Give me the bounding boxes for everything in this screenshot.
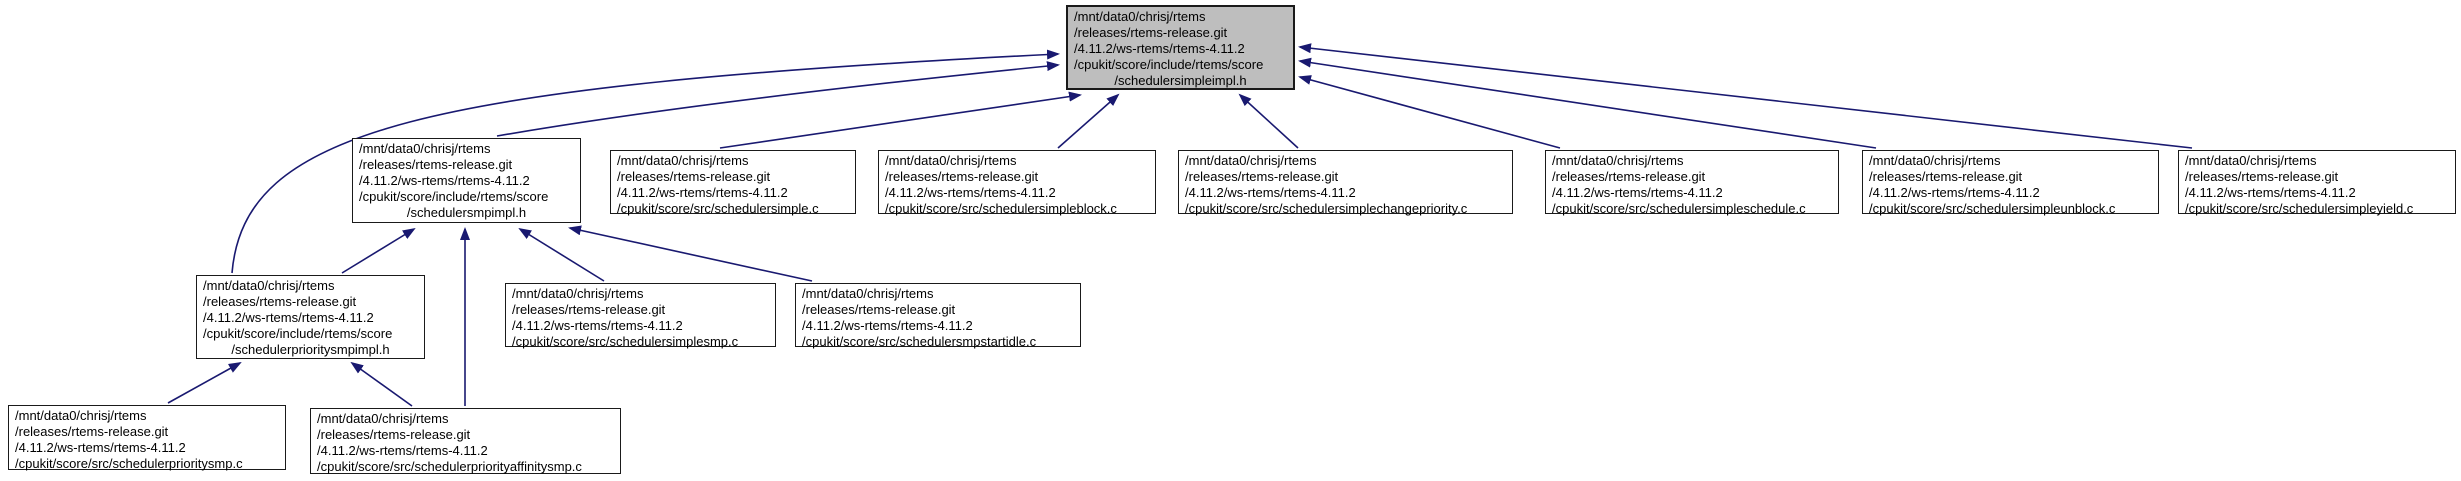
graph-node-schedulersimpleschedule-c[interactable]: /mnt/data0/chrisj/rtems/releases/rtems-r… [1545,150,1839,216]
edge-schedulersimpleunblock-c-to-schedulersimpleimpl-h [1298,57,1877,149]
node-path-line: /4.11.2/ws-rtems/rtems-4.11.2 [885,185,1056,200]
node-path-line: /cpukit/score/src/schedulerpriorityaffin… [317,459,582,474]
node-path-line: /schedulerprioritysmpimpl.h [231,342,390,357]
node-path-line: /cpukit/score/src/schedulersimplesmp.c [512,334,739,349]
edge-schedulersimplesmp-c-to-schedulersmpimpl-h [518,227,605,282]
node-path-line: /releases/rtems-release.git [885,169,1039,184]
edge-schedulerprioritysmp-c-to-schedulerprioritysmpimpl-h [167,362,242,404]
node-path-line: /mnt/data0/chrisj/rtems [1074,9,1206,24]
node-path-line: /mnt/data0/chrisj/rtems [885,153,1017,168]
node-path-line: /4.11.2/ws-rtems/rtems-4.11.2 [1552,185,1723,200]
graph-node-schedulersimpleunblock-c[interactable]: /mnt/data0/chrisj/rtems/releases/rtems-r… [1862,150,2159,216]
edge-schedulersimple-c-to-schedulersimpleimpl-h [719,91,1082,149]
node-path-line: /mnt/data0/chrisj/rtems [2185,153,2317,168]
edge-schedulersmpstartidle-c-to-schedulersmpimpl-h [568,225,813,282]
node-path-line: /4.11.2/ws-rtems/rtems-4.11.2 [1869,185,2040,200]
node-path-line: /mnt/data0/chrisj/rtems [1552,153,1684,168]
node-path-line: /4.11.2/ws-rtems/rtems-4.11.2 [1185,185,1356,200]
node-path-line: /cpukit/score/src/schedulersimplechangep… [1185,201,1468,216]
node-path-line: /cpukit/score/include/rtems/score [359,189,549,204]
node-path-line: /releases/rtems-release.git [317,427,471,442]
edge-schedulersimpleschedule-c-to-schedulersimpleimpl-h [1298,75,1561,149]
node-path-line: /releases/rtems-release.git [1869,169,2023,184]
node-path-line: /cpukit/score/include/rtems/score [1074,57,1264,72]
node-path-line: /mnt/data0/chrisj/rtems [15,408,147,423]
node-path-line: /mnt/data0/chrisj/rtems [359,141,491,156]
node-path-line: /4.11.2/ws-rtems/rtems-4.11.2 [359,173,530,188]
graph-node-schedulersimpleyield-c[interactable]: /mnt/data0/chrisj/rtems/releases/rtems-r… [2178,150,2456,216]
graph-node-schedulersmpimpl-h[interactable]: /mnt/data0/chrisj/rtems/releases/rtems-r… [352,138,581,223]
edge-schedulersimpleblock-c-to-schedulersimpleimpl-h [1057,93,1120,149]
node-path-line: /mnt/data0/chrisj/rtems [1869,153,2001,168]
node-path-line: /releases/rtems-release.git [617,169,771,184]
node-path-line: /cpukit/score/src/schedulersimple.c [617,201,819,216]
node-path-line: /4.11.2/ws-rtems/rtems-4.11.2 [2185,185,2356,200]
node-path-line: /cpukit/score/src/schedulersimpleunblock… [1869,201,2116,216]
edge-schedulersmpimpl-h-to-schedulersimpleimpl-h [496,61,1060,137]
node-path-line: /mnt/data0/chrisj/rtems [1185,153,1317,168]
node-path-line: /mnt/data0/chrisj/rtems [203,278,335,293]
node-path-line: /releases/rtems-release.git [2185,169,2339,184]
node-path-line: /releases/rtems-release.git [359,157,513,172]
node-path-line: /mnt/data0/chrisj/rtems [317,411,449,426]
graph-node-schedulersimple-c[interactable]: /mnt/data0/chrisj/rtems/releases/rtems-r… [610,150,856,216]
node-path-line: /releases/rtems-release.git [15,424,169,439]
node-path-line: /4.11.2/ws-rtems/rtems-4.11.2 [317,443,488,458]
edge-schedulerpriorityaffinitysmp-c-to-schedulerprioritysmpimpl-h [350,361,413,407]
graph-node-schedulersimplechangepriority-c[interactable]: /mnt/data0/chrisj/rtems/releases/rtems-r… [1178,150,1513,216]
graph-node-schedulerprioritysmpimpl-h[interactable]: /mnt/data0/chrisj/rtems/releases/rtems-r… [196,275,425,359]
edge-schedulersimpleyield-c-to-schedulersimpleimpl-h [1298,43,2193,149]
edge-schedulerprioritysmpimpl-h-to-schedulersmpimpl-h [341,227,416,274]
graph-node-schedulersimpleblock-c[interactable]: /mnt/data0/chrisj/rtems/releases/rtems-r… [878,150,1156,216]
node-path-line: /mnt/data0/chrisj/rtems [802,286,934,301]
node-path-line: /mnt/data0/chrisj/rtems [617,153,749,168]
graph-node-schedulerpriorityaffinitysmp-c[interactable]: /mnt/data0/chrisj/rtems/releases/rtems-r… [310,408,621,474]
node-path-line: /releases/rtems-release.git [512,302,666,317]
edge-schedulersimplechangepriority-c-to-schedulersimpleimpl-h [1238,93,1299,149]
node-path-line: /releases/rtems-release.git [1552,169,1706,184]
node-path-line: /cpukit/score/src/schedulersimpleyield.c [2185,201,2414,216]
graph-node-schedulersimplesmp-c[interactable]: /mnt/data0/chrisj/rtems/releases/rtems-r… [505,283,776,349]
node-path-line: /4.11.2/ws-rtems/rtems-4.11.2 [617,185,788,200]
node-path-line: /releases/rtems-release.git [1074,25,1228,40]
node-path-line: /releases/rtems-release.git [1185,169,1339,184]
node-path-line: /4.11.2/ws-rtems/rtems-4.11.2 [203,310,374,325]
node-path-line: /cpukit/score/src/schedulerprioritysmp.c [15,456,243,471]
graph-node-schedulersimpleimpl-h[interactable]: /mnt/data0/chrisj/rtems/releases/rtems-r… [1066,5,1295,90]
graph-node-schedulersmpstartidle-c[interactable]: /mnt/data0/chrisj/rtems/releases/rtems-r… [795,283,1081,349]
node-path-line: /mnt/data0/chrisj/rtems [512,286,644,301]
node-path-line: /cpukit/score/include/rtems/score [203,326,393,341]
node-path-line: /cpukit/score/src/schedulersmpstartidle.… [802,334,1037,349]
node-path-line: /cpukit/score/src/schedulersimpleblock.c [885,201,1117,216]
node-path-line: /schedulersimpleimpl.h [1114,73,1247,88]
node-path-line: /releases/rtems-release.git [802,302,956,317]
node-path-line: /4.11.2/ws-rtems/rtems-4.11.2 [15,440,186,455]
node-path-line: /4.11.2/ws-rtems/rtems-4.11.2 [512,318,683,333]
node-path-line: /4.11.2/ws-rtems/rtems-4.11.2 [1074,41,1245,56]
node-path-line: /schedulersmpimpl.h [406,205,527,220]
node-path-line: /4.11.2/ws-rtems/rtems-4.11.2 [802,318,973,333]
graph-node-schedulerprioritysmp-c[interactable]: /mnt/data0/chrisj/rtems/releases/rtems-r… [8,405,286,471]
node-path-line: /releases/rtems-release.git [203,294,357,309]
node-path-line: /cpukit/score/src/schedulersimpleschedul… [1552,201,1806,216]
edge-schedulerprioritysmpimpl-h-to-schedulersimpleimpl-h [231,49,1060,274]
